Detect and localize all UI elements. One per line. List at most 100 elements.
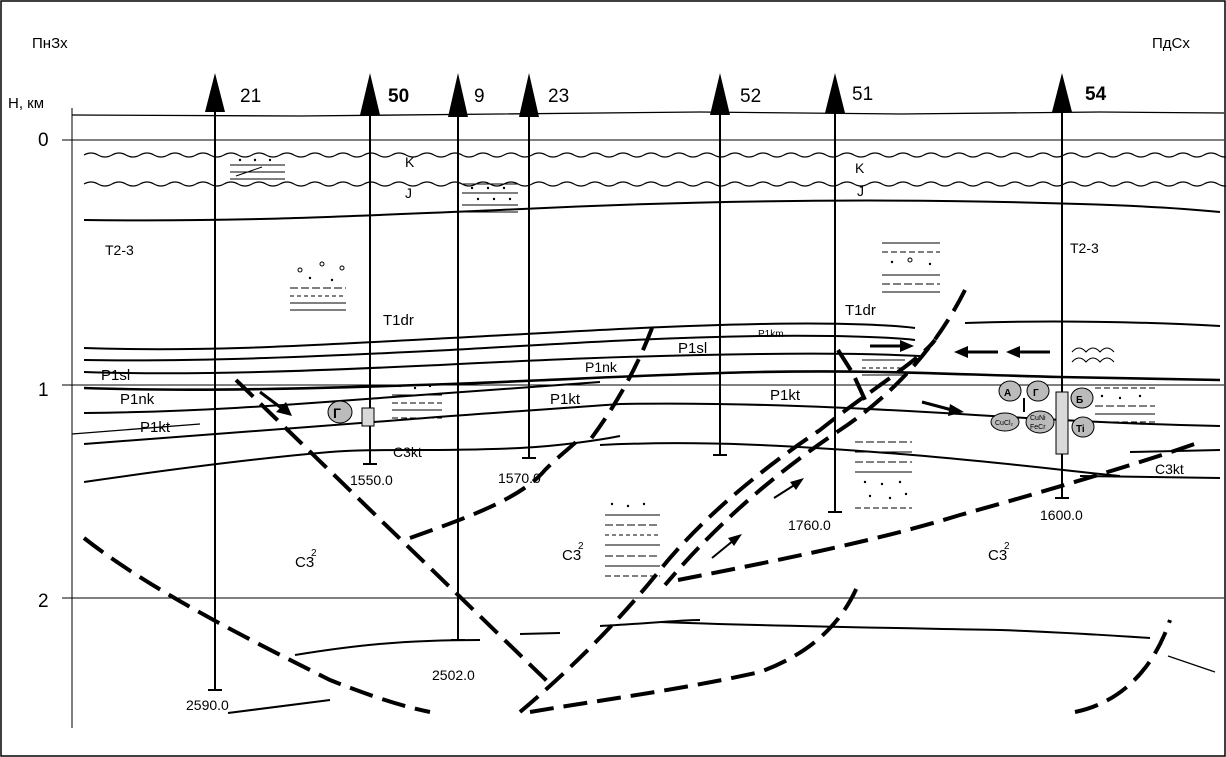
label-T1dr-left: T1dr bbox=[383, 312, 414, 329]
label-P1kt-mid: P1kt bbox=[550, 391, 581, 408]
surface-line bbox=[72, 112, 1224, 116]
boundary-P1sl-base bbox=[84, 371, 1220, 389]
lithology-pattern bbox=[392, 385, 442, 418]
wells: 21 2590.0 50 1550.0 9 2502.0 23 1570.0 bbox=[186, 73, 1107, 713]
label-K-left: K bbox=[405, 154, 415, 170]
label-C32-c: C3 2 bbox=[988, 541, 1010, 564]
strata-labels: K J K J T2-3 T2-3 T1dr T1dr P1sl P1nk P1… bbox=[101, 154, 1184, 571]
label-C32-a: C3 2 bbox=[295, 548, 317, 571]
well-depth: 1760.0 bbox=[788, 517, 831, 533]
boundary-deep-e bbox=[1168, 656, 1215, 672]
well-number: 9 bbox=[474, 86, 485, 107]
boundary-deep-a bbox=[295, 640, 480, 655]
axis-tick-2: 2 bbox=[38, 591, 49, 612]
fault-2 bbox=[84, 538, 430, 712]
well-number: 21 bbox=[240, 86, 261, 107]
fault-3 bbox=[410, 440, 578, 538]
label-T23-left: T2-3 bbox=[105, 242, 134, 258]
label-C32-b: C3 2 bbox=[562, 541, 584, 564]
svg-text:Г: Г bbox=[1033, 388, 1039, 399]
label-P1nk-mid: P1nk bbox=[585, 359, 618, 375]
boundary-deep-b bbox=[520, 633, 560, 634]
lithology-pattern bbox=[1095, 388, 1155, 422]
arrow-right-left-1 bbox=[954, 346, 998, 358]
arrow-up-2 bbox=[712, 534, 742, 558]
well-depth: 2590.0 bbox=[186, 697, 229, 713]
lithology-pattern bbox=[605, 503, 660, 576]
unconformity-lower bbox=[84, 182, 1226, 186]
direction-west: ПнЗх bbox=[32, 35, 68, 52]
label-C3kt-right: C3kt bbox=[1155, 461, 1184, 477]
svg-text:CuCl₂: CuCl₂ bbox=[995, 420, 1014, 427]
lithology-pattern bbox=[290, 262, 346, 310]
fault-4 bbox=[590, 328, 652, 440]
lithology-pattern bbox=[462, 184, 518, 212]
boundary-J-T bbox=[84, 201, 1220, 221]
label-P1sl-left: P1sl bbox=[101, 367, 130, 384]
label-J-left: J bbox=[405, 185, 412, 201]
fault-8 bbox=[530, 585, 858, 712]
markers: Г А Г Б CuCl₂ CuNi FeCr Ti bbox=[328, 381, 1094, 437]
boundary-T1dr-base-right bbox=[965, 322, 1220, 326]
arrow-mid-right bbox=[870, 340, 914, 352]
label-P1kt-left: P1kt bbox=[140, 419, 171, 436]
direction-east: ПдСх bbox=[1152, 35, 1190, 52]
well-number: 51 bbox=[852, 84, 873, 105]
svg-text:FeCr: FeCr bbox=[1030, 424, 1046, 431]
boundary-minor-left bbox=[72, 424, 200, 434]
label-T23-right: T2-3 bbox=[1070, 240, 1099, 256]
label-P1km: P1km bbox=[758, 329, 784, 340]
well-number: 52 bbox=[740, 86, 761, 107]
label-J-right: J bbox=[857, 183, 864, 199]
lithology-pattern bbox=[855, 442, 912, 508]
marker-B: Б bbox=[1071, 388, 1093, 408]
svg-text:Б: Б bbox=[1076, 395, 1083, 406]
well-depth: 1550.0 bbox=[350, 472, 393, 488]
marker-G-right: Г bbox=[1027, 381, 1049, 401]
well-depth: 2502.0 bbox=[432, 667, 475, 683]
arrow-right-left-2 bbox=[1006, 346, 1050, 358]
axis-tick-1: 1 bbox=[38, 380, 49, 401]
axis-tick-0: 0 bbox=[38, 130, 49, 151]
axis-label: H, км bbox=[8, 95, 44, 112]
svg-text:2: 2 bbox=[1004, 541, 1010, 552]
boundary-deep-d bbox=[660, 622, 1150, 638]
marker-G-left: Г bbox=[328, 401, 374, 426]
marker-CuNi-FeCr: CuNi FeCr bbox=[1026, 411, 1054, 433]
svg-text:2: 2 bbox=[311, 548, 317, 559]
label-P1kt-right: P1kt bbox=[770, 387, 801, 404]
fault-7 bbox=[678, 442, 1200, 580]
well-number: 23 bbox=[548, 86, 569, 107]
marker-Ti: Ti bbox=[1072, 417, 1094, 437]
label-C3kt-left: C3kt bbox=[393, 444, 422, 460]
fault-1 bbox=[236, 380, 550, 684]
well-23: 23 1570.0 bbox=[498, 73, 569, 486]
boundary-C3kt-top-mid bbox=[600, 443, 1120, 476]
well-52: 52 bbox=[710, 73, 761, 455]
well-depth: 1570.0 bbox=[498, 470, 541, 486]
fault-6 bbox=[665, 290, 965, 585]
lithology-pattern bbox=[230, 159, 285, 179]
label-P1sl-mid: P1sl bbox=[678, 340, 707, 357]
lithology-pattern bbox=[1072, 348, 1114, 362]
svg-text:Ti: Ti bbox=[1076, 424, 1085, 435]
fault-5 bbox=[520, 340, 935, 712]
svg-text:CuNi: CuNi bbox=[1030, 415, 1046, 422]
core-interval bbox=[1056, 392, 1068, 454]
svg-text:А: А bbox=[1004, 388, 1011, 399]
well-number: 54 bbox=[1085, 84, 1107, 105]
boundary-C3kt-base-right bbox=[1080, 476, 1220, 478]
label-K-right: K bbox=[855, 160, 865, 176]
marker-CuCl: CuCl₂ bbox=[991, 413, 1019, 431]
svg-text:2: 2 bbox=[578, 541, 584, 552]
well-9: 9 2502.0 bbox=[432, 73, 485, 683]
lithology-pattern bbox=[882, 243, 940, 292]
svg-text:Г: Г bbox=[333, 405, 341, 421]
arrow-up-1 bbox=[774, 478, 804, 498]
well-depth: 1600.0 bbox=[1040, 507, 1083, 523]
label-P1nk-left: P1nk bbox=[120, 391, 155, 408]
marker-A: А bbox=[999, 381, 1021, 401]
